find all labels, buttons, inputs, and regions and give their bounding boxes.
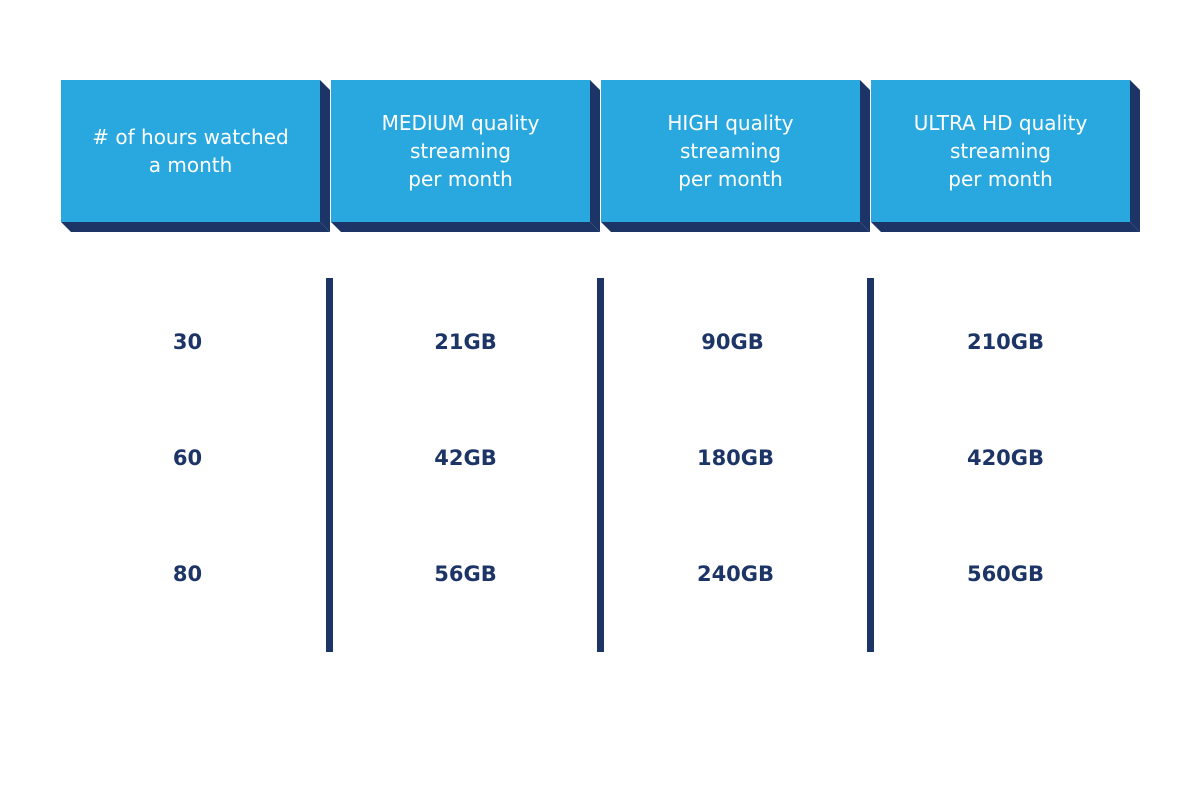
- table-cell: 90GB: [701, 330, 764, 354]
- header-ultra-hd-label: ULTRA HD quality streaming per month: [913, 111, 1088, 191]
- column-divider: [326, 278, 333, 652]
- column-divider: [597, 278, 604, 652]
- column-divider: [867, 278, 874, 652]
- header-hours: # of hours watched a month: [61, 80, 320, 222]
- table-cell: 21GB: [434, 330, 497, 354]
- header-medium-label: MEDIUM quality streaming per month: [381, 111, 540, 191]
- table-cell: 56GB: [434, 562, 497, 586]
- header-ultra-hd: ULTRA HD quality streaming per month: [871, 80, 1130, 222]
- table-cell: 80: [172, 562, 203, 586]
- header-high: HIGH quality streaming per month: [601, 80, 860, 222]
- table-cell: 560GB: [966, 562, 1045, 586]
- table-cell: 30: [172, 330, 203, 354]
- header-medium: MEDIUM quality streaming per month: [331, 80, 590, 222]
- table-cell: 180GB: [696, 446, 775, 470]
- header-hours-label: # of hours watched a month: [92, 125, 289, 177]
- table-cell: 60: [172, 446, 203, 470]
- table-cell: 42GB: [434, 446, 497, 470]
- table-cell: 240GB: [696, 562, 775, 586]
- table-cell: 210GB: [966, 330, 1045, 354]
- header-high-label: HIGH quality streaming per month: [667, 111, 794, 191]
- table-cell: 420GB: [966, 446, 1045, 470]
